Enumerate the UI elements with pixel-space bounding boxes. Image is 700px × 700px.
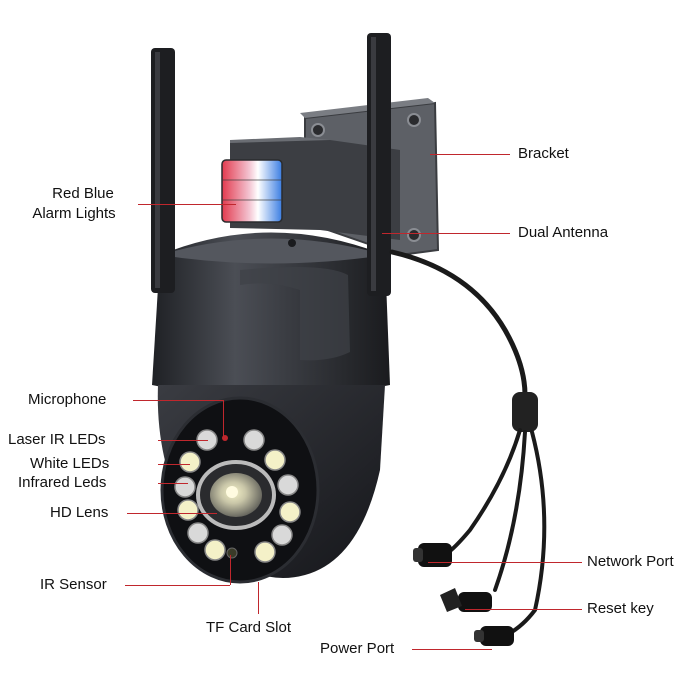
led-array (174, 429, 301, 563)
callout-line-infrared (158, 483, 188, 484)
label-network-port: Network Port (587, 553, 674, 570)
callout-line-power-port (412, 649, 492, 650)
callout-line-reset-key (465, 609, 582, 610)
antenna-right (367, 33, 391, 296)
network-port-connector (413, 543, 452, 567)
callout-line-hd-lens (127, 513, 217, 514)
antenna-left (151, 48, 175, 293)
label-power-port: Power Port (320, 640, 395, 657)
callout-line-laser-ir (158, 440, 208, 441)
callout-line-network-port (428, 562, 582, 563)
reset-key-connector (440, 588, 492, 612)
callout-line-dual-antenna (382, 233, 510, 234)
callout-line-white-leds (158, 464, 190, 465)
callout-vline-microphone (223, 400, 224, 438)
red-blue-alarm-light (221, 159, 283, 223)
label-hd-lens: HD Lens (50, 504, 109, 521)
callout-vline-ir-sensor (230, 555, 231, 585)
callout-line-microphone (133, 400, 223, 401)
label-infrared-leds: Infrared Leds (18, 474, 107, 491)
label-laser-ir-leds: Laser IR LEDs (8, 431, 106, 448)
callout-vline-tf-card (258, 582, 259, 614)
power-port-connector (474, 626, 514, 646)
label-dual-antenna: Dual Antenna (518, 224, 609, 241)
cable-assembly (389, 249, 547, 640)
callout-line-bracket (430, 154, 510, 155)
label-microphone: Microphone (28, 391, 107, 408)
label-red-blue-alarm-line2: Alarm Lights (32, 205, 116, 222)
hd-lens (196, 460, 276, 530)
label-red-blue-alarm-line1: Red Blue (52, 185, 114, 202)
label-ir-sensor: IR Sensor (40, 576, 107, 593)
callout-line-ir-sensor (125, 585, 230, 586)
label-bracket: Bracket (518, 145, 569, 162)
label-reset-key: Reset key (587, 600, 654, 617)
label-tf-card-slot: TF Card Slot (206, 619, 292, 636)
ir-sensor (226, 547, 238, 559)
label-white-leds: White LEDs (30, 455, 110, 472)
callout-line-red-blue-alarm (138, 204, 236, 205)
camera-upper-housing (152, 232, 390, 398)
